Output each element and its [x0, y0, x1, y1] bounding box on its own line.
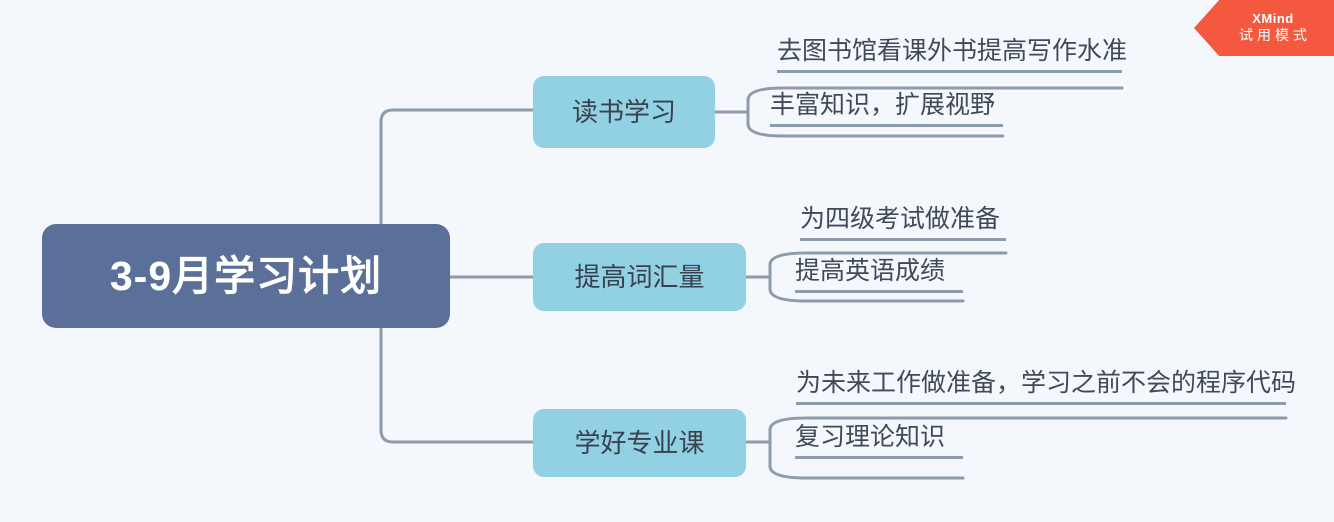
- root-node-label: 3-9月学习计划: [109, 252, 383, 299]
- leaf-node-3-2[interactable]: 复习理论知识: [795, 423, 963, 459]
- leaf-node-3-2-label: 复习理论知识: [795, 423, 946, 451]
- leaf-node-1-1-label: 去图书馆看课外书提高写作水准: [777, 37, 1128, 65]
- leaf-node-3-1[interactable]: 为未来工作做准备，学习之前不会的程序代码: [796, 369, 1296, 405]
- leaf-node-1-1[interactable]: 去图书馆看课外书提高写作水准: [777, 37, 1127, 73]
- watermark-mode-label: 试用模式: [1239, 27, 1311, 44]
- branch-node-1[interactable]: 读书学习: [533, 76, 715, 148]
- leaf-node-1-2-label: 丰富知识，扩展视野: [770, 91, 996, 119]
- watermark-brand-label: XMind: [1252, 11, 1294, 27]
- branch-node-3[interactable]: 学好专业课: [533, 409, 746, 477]
- leaf-node-2-1-label: 为四级考试做准备: [800, 205, 1001, 233]
- branch-node-2-label: 提高词汇量: [574, 262, 705, 292]
- leaf-node-1-2[interactable]: 丰富知识，扩展视野: [770, 91, 1003, 127]
- xmind-trial-watermark: XMind 试用模式: [1194, 0, 1334, 56]
- leaf-node-2-2-label: 提高英语成绩: [795, 257, 946, 285]
- leaf-node-2-2[interactable]: 提高英语成绩: [795, 257, 963, 293]
- branch-node-2[interactable]: 提高词汇量: [533, 243, 746, 311]
- root-node[interactable]: 3-9月学习计划: [42, 224, 450, 328]
- branch-node-1-label: 读书学习: [571, 97, 676, 127]
- leaf-node-2-1[interactable]: 为四级考试做准备: [800, 205, 1006, 241]
- branch-node-3-label: 学好专业课: [574, 428, 705, 458]
- leaf-node-3-1-label: 为未来工作做准备，学习之前不会的程序代码: [796, 369, 1297, 397]
